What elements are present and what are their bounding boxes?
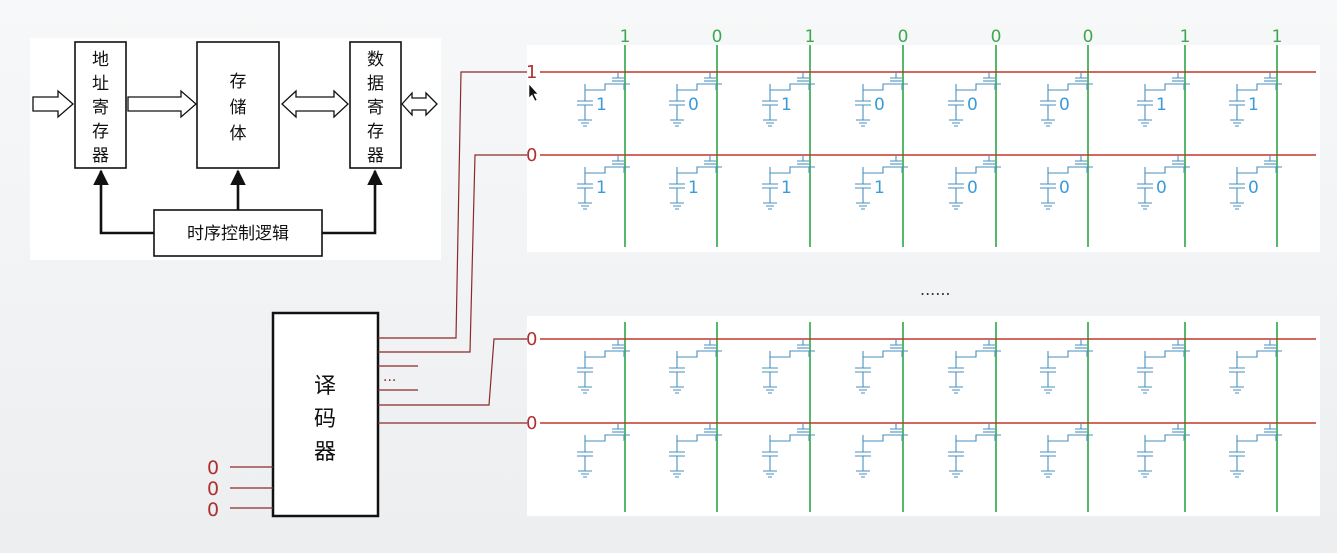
array-panel-top <box>527 45 1320 252</box>
cell-r1-c7-value: 0 <box>1248 178 1259 198</box>
block-labels: 地址寄存器 存储体 数据寄存器 时序控制逻辑 <box>92 50 384 244</box>
cell-r1-c4-value: 0 <box>967 178 978 198</box>
cell-r1-c0-value: 1 <box>596 178 607 198</box>
decoder-input-1: 0 <box>207 478 219 500</box>
bit-line-label-6: 1 <box>1180 27 1191 47</box>
cell-r1-c4 <box>948 155 1001 210</box>
address-register-label: 地址寄存器 <box>92 50 109 166</box>
cell-r0-c6 <box>1137 72 1190 127</box>
memory-body-label: 存储体 <box>230 72 247 144</box>
cell-r3-c1 <box>669 423 722 478</box>
cell-r1-c6-value: 0 <box>1156 178 1167 198</box>
cell-r1-c3 <box>855 155 908 210</box>
cell-r3-c0 <box>577 423 630 478</box>
bit-line-label-0: 1 <box>620 27 631 47</box>
cell-r0-c1 <box>669 72 722 127</box>
cell-r0-c3-value: 0 <box>874 95 885 115</box>
memory-array: 1 0 1 0 0 0 1 1 1 1 0 1 0 0 0 1 1 0 1 1 1 1 0 0 0 0 0 0 <box>526 27 1316 512</box>
cell-r1-c2 <box>762 155 815 210</box>
cell-r2-c2 <box>762 339 815 394</box>
cell-r3-c5 <box>1040 423 1093 478</box>
block-diagram <box>32 41 438 257</box>
cell-r0-c0-value: 1 <box>596 95 607 115</box>
cell-r2-c1 <box>669 339 722 394</box>
cell-r3-c4 <box>948 423 1001 478</box>
cell-r0-c1-value: 0 <box>688 95 699 115</box>
output-line-2 <box>378 338 527 406</box>
cell-r1-c5 <box>1040 155 1093 210</box>
bit-line-label-7: 1 <box>1272 27 1283 47</box>
cell-r2-c7 <box>1229 339 1282 394</box>
cell-r2-c5 <box>1040 339 1093 394</box>
output-line-0 <box>378 71 527 339</box>
word-line-select-3: 0 <box>526 413 537 434</box>
output-arrow <box>401 91 438 117</box>
bit-line-label-2: 1 <box>805 27 816 47</box>
decoder-inputs: 000 <box>207 457 219 521</box>
memory-data-arrow <box>281 89 349 119</box>
bit-line-label-3: 0 <box>898 27 909 47</box>
block-diagram-panel <box>30 38 441 260</box>
memory-body-box <box>196 41 280 169</box>
cell-r0-c2-value: 1 <box>781 95 792 115</box>
decoder-input-2: 0 <box>207 499 219 521</box>
cell-r0-c4-value: 0 <box>967 95 978 115</box>
input-arrow <box>32 89 74 119</box>
cell-r1-c1-value: 1 <box>688 178 699 198</box>
decoder-output-lines <box>378 71 527 424</box>
cell-r1-c0 <box>577 155 630 210</box>
data-register-box <box>349 41 402 169</box>
cell-r2-c6 <box>1137 339 1190 394</box>
timing-to-data-line <box>322 169 383 235</box>
array-panel-bottom <box>527 316 1320 516</box>
mouse-cursor-icon <box>528 83 539 102</box>
cell-r0-c4 <box>948 72 1001 127</box>
timing-to-address-line <box>93 169 154 235</box>
word-line-select-1: 0 <box>526 145 537 166</box>
decoder-box <box>271 311 380 518</box>
cell-r3-c2 <box>762 423 815 478</box>
cell-r3-c3 <box>855 423 908 478</box>
cell-r3-c6 <box>1137 423 1190 478</box>
cell-r0-c0 <box>577 72 630 127</box>
decoder-input-0: 0 <box>207 457 219 479</box>
word-line-select-0: 1 <box>526 62 537 83</box>
cell-r0-c7 <box>1229 72 1282 127</box>
cell-r2-c0 <box>577 339 630 394</box>
cell-r1-c7 <box>1229 155 1282 210</box>
cell-r0-c5 <box>1040 72 1093 127</box>
cell-r0-c7-value: 1 <box>1248 95 1259 115</box>
bit-line-label-1: 0 <box>712 27 723 47</box>
cell-r2-c3 <box>855 339 908 394</box>
cell-r1-c5-value: 0 <box>1059 178 1070 198</box>
data-register-label: 数据寄存器 <box>367 50 384 166</box>
cell-r2-c4 <box>948 339 1001 394</box>
cell-r1-c2-value: 1 <box>781 178 792 198</box>
cell-r1-c6 <box>1137 155 1190 210</box>
cell-r0-c3 <box>855 72 908 127</box>
decoder-label: 译码器 <box>314 374 336 465</box>
cell-r3-c7 <box>1229 423 1282 478</box>
output-line-1 <box>378 154 527 353</box>
cell-r1-c3-value: 1 <box>874 178 885 198</box>
cell-r0-c2 <box>762 72 815 127</box>
row-gap-ellipsis: ...... <box>920 280 951 299</box>
bit-line-label-4: 0 <box>991 27 1002 47</box>
addr-to-memory-arrow <box>127 89 197 119</box>
address-register-box <box>74 41 127 169</box>
cell-r1-c1 <box>669 155 722 210</box>
cell-r0-c5-value: 0 <box>1059 95 1070 115</box>
word-line-select-2: 0 <box>526 329 537 350</box>
decoder-input-lines <box>230 466 273 509</box>
decoder-output-ellipsis: ... <box>383 369 396 385</box>
cell-r0-c6-value: 1 <box>1156 95 1167 115</box>
bit-line-label-5: 0 <box>1083 27 1094 47</box>
timing-control-label: 时序控制逻辑 <box>187 224 289 244</box>
